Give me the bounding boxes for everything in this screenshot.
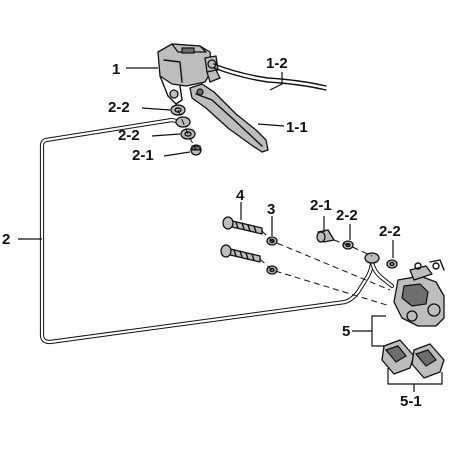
label-washer-top-1: 2-2: [108, 99, 130, 116]
label-washer-top-2: 2-2: [118, 127, 140, 144]
label-bolt-4: 4: [236, 187, 245, 204]
top-fasteners: [170, 104, 202, 156]
brake-lever: [189, 83, 269, 153]
label-brake-pads: 5-1: [400, 393, 422, 410]
label-brake-hose: 2: [2, 231, 10, 248]
label-hose: 1-2: [266, 55, 288, 72]
brake-pads: [381, 339, 445, 379]
label-master-cylinder: 1: [112, 61, 120, 78]
label-washer-caliper-2: 2-2: [379, 223, 401, 240]
caliper-mount-bolts: [220, 216, 391, 307]
label-bolt-top: 2-1: [132, 147, 154, 164]
label-washer-caliper-1: 2-2: [336, 207, 358, 224]
brake-caliper: [393, 259, 445, 327]
label-lever: 1-1: [286, 119, 308, 136]
caliper-fasteners: [316, 229, 398, 269]
leader-lines: [18, 67, 443, 392]
switch-hose: [206, 63, 327, 91]
label-bolt-caliper: 2-1: [310, 197, 332, 214]
label-caliper: 5: [342, 323, 350, 340]
label-washer-3: 3: [267, 201, 275, 218]
brake-hose: [39, 116, 395, 345]
